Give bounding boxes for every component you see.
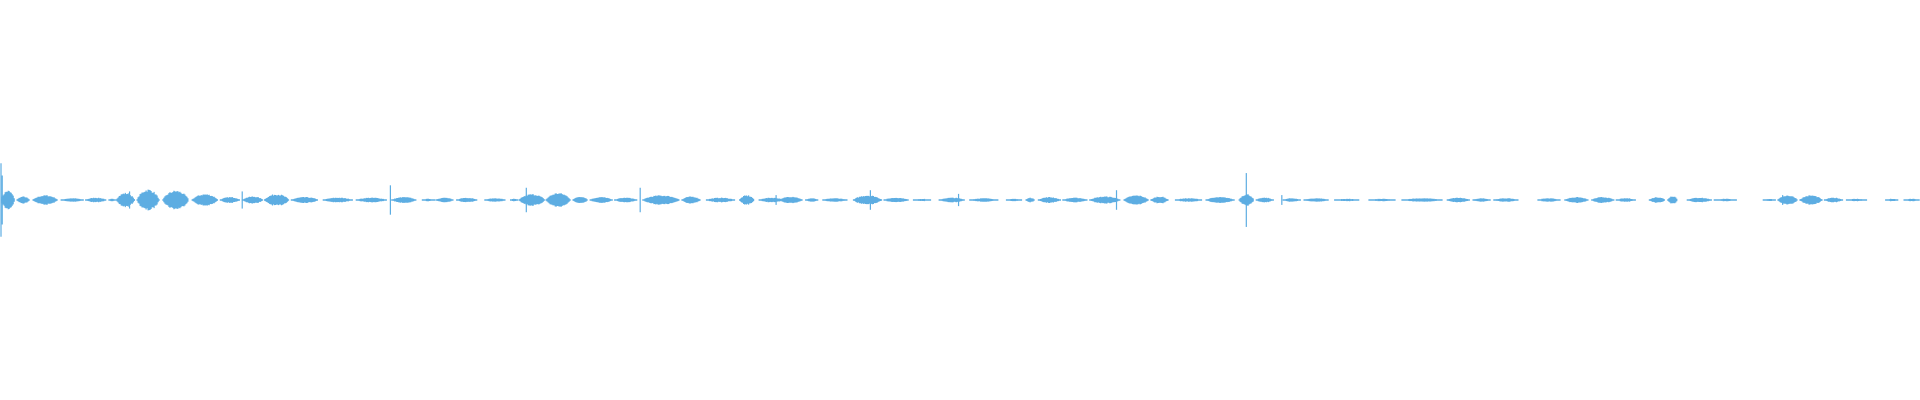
waveform-body	[0, 163, 1920, 237]
waveform-path	[0, 189, 1920, 211]
